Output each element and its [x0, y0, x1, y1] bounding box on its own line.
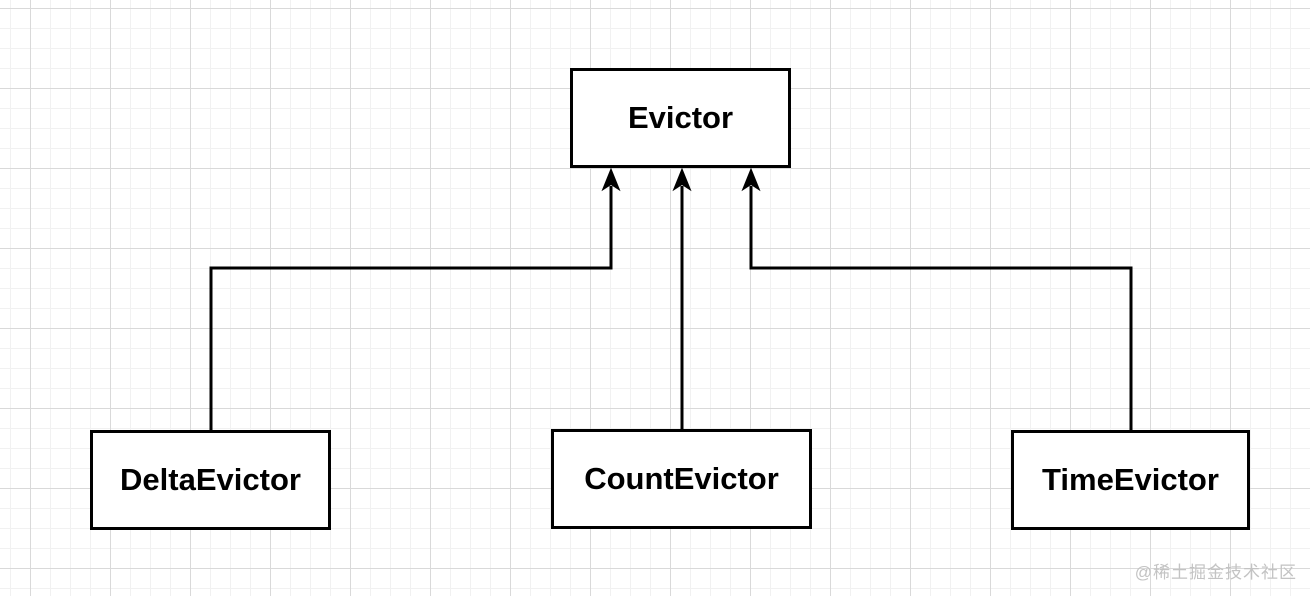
- arrowhead-icon: [601, 167, 621, 192]
- arrowhead-icon: [672, 167, 692, 192]
- node-time-evictor-label: TimeEvictor: [1042, 462, 1219, 497]
- node-count-evictor: CountEvictor: [551, 429, 812, 529]
- watermark: @稀土掘金技术社区: [1134, 563, 1297, 582]
- node-evictor: Evictor: [570, 68, 791, 168]
- node-time-evictor: TimeEvictor: [1011, 430, 1250, 530]
- node-count-evictor-label: CountEvictor: [584, 461, 779, 496]
- edge-count-to-evictor: [672, 167, 692, 429]
- node-evictor-label: Evictor: [627, 100, 734, 135]
- edge-delta-to-evictor: [209, 167, 621, 430]
- node-delta-evictor-label: DeltaEvictor: [120, 462, 301, 497]
- edge-time-to-evictor: [741, 167, 1133, 430]
- arrowhead-icon: [741, 167, 761, 192]
- node-delta-evictor: DeltaEvictor: [90, 430, 331, 530]
